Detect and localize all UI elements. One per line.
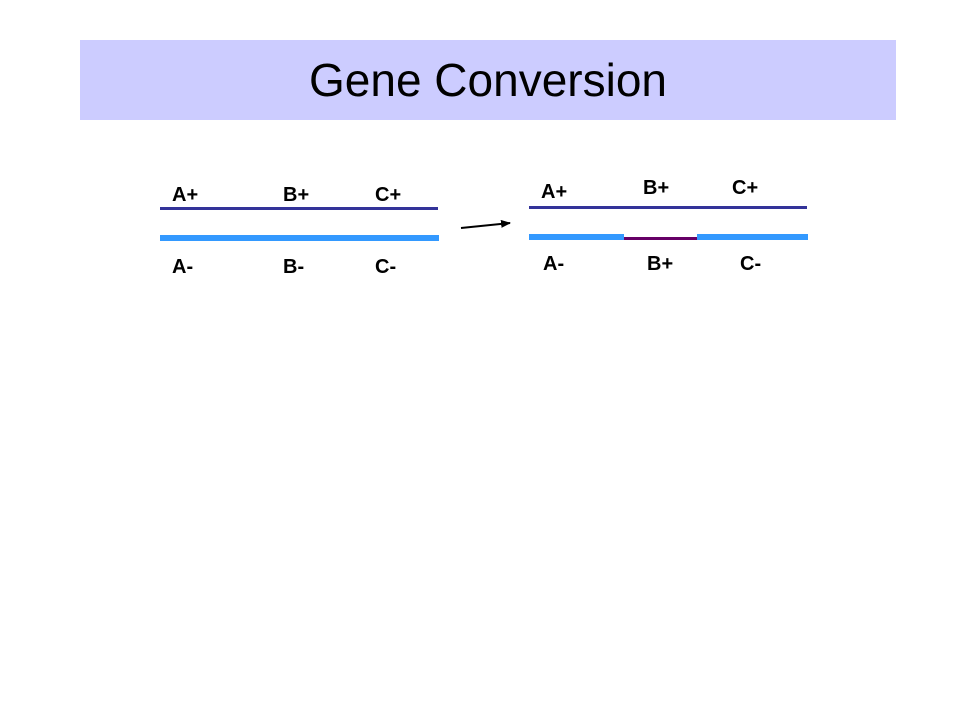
- after-bottom-segment-left: [529, 234, 624, 240]
- before-bottom-strand-line: [160, 235, 439, 241]
- before-top-label-c: C+: [375, 184, 401, 206]
- before-top-strand-line: [160, 207, 438, 210]
- after-bottom-label-b: B+: [647, 253, 673, 275]
- after-bottom-segment-right: [697, 234, 808, 240]
- before-bottom-strand: A- B- C-: [160, 235, 439, 278]
- after-top-strand: A+ B+ C+: [529, 177, 807, 209]
- before-top-label-b: B+: [283, 184, 309, 206]
- before-top-strand: A+ B+ C+: [160, 184, 438, 210]
- after-bottom-label-a: A-: [543, 253, 564, 275]
- after-top-label-c: C+: [732, 177, 758, 199]
- before-bottom-label-b: B-: [283, 256, 304, 278]
- after-bottom-converted-segment: [624, 237, 697, 240]
- conversion-arrow: [460, 219, 511, 229]
- after-top-strand-line: [529, 206, 807, 209]
- after-top-label-a: A+: [541, 181, 567, 203]
- before-bottom-label-c: C-: [375, 256, 396, 278]
- slide-title: Gene Conversion: [309, 54, 667, 106]
- after-bottom-label-c: C-: [740, 253, 761, 275]
- after-bottom-strand: A- B+ C-: [529, 234, 808, 275]
- before-top-label-a: A+: [172, 184, 198, 206]
- title-bar: Gene Conversion: [80, 40, 896, 120]
- after-top-label-b: B+: [643, 177, 669, 199]
- before-bottom-label-a: A-: [172, 256, 193, 278]
